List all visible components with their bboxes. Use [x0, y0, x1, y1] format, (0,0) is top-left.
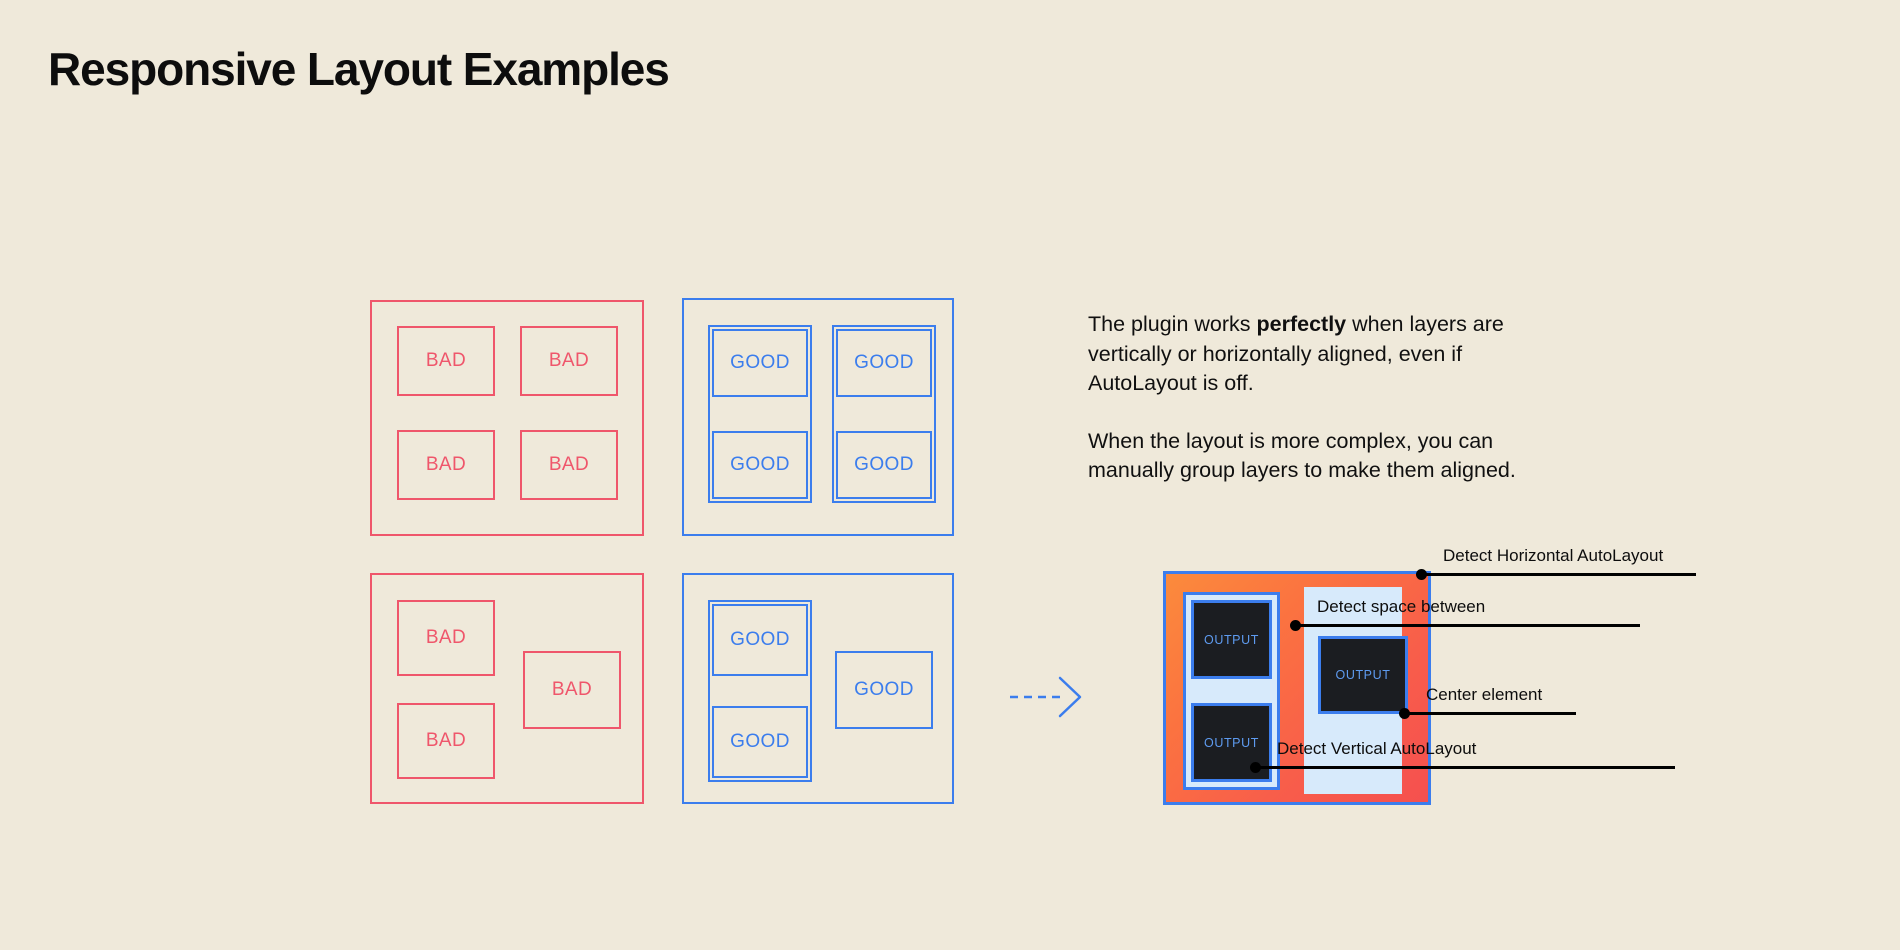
- copy-p1-bold: perfectly: [1256, 312, 1347, 336]
- bad-grid-cell: BAD: [397, 430, 495, 500]
- callout-rule: [1295, 624, 1640, 627]
- good-grid-group-outline: [708, 325, 812, 503]
- callout-anchor-dot: [1290, 620, 1301, 631]
- good-grid-panel: GOOD GOOD GOOD GOOD: [682, 298, 954, 536]
- vertical-autolayout-group: OUTPUT OUTPUT: [1183, 592, 1280, 790]
- good-complex-cell: GOOD: [712, 706, 808, 778]
- good-grid-cell: GOOD: [712, 431, 808, 499]
- bad-complex-cell: BAD: [397, 600, 495, 676]
- bad-complex-cell: BAD: [523, 651, 621, 729]
- output-label: OUTPUT: [1204, 735, 1259, 750]
- cell-label: GOOD: [730, 454, 790, 475]
- callout-anchor-dot: [1250, 762, 1261, 773]
- callout-rule: [1255, 766, 1675, 769]
- output-box: OUTPUT: [1191, 600, 1272, 679]
- cell-label: GOOD: [730, 731, 790, 752]
- good-grid-group-outline: [832, 325, 936, 503]
- cell-label: BAD: [548, 454, 590, 475]
- cell-label: BAD: [425, 627, 467, 648]
- bad-grid-panel: BAD BAD BAD BAD: [370, 300, 644, 536]
- output-label: OUTPUT: [1204, 632, 1259, 647]
- bad-complex-panel: BAD BAD BAD: [370, 573, 644, 804]
- copy-p1-before: The plugin works: [1088, 312, 1257, 336]
- cell-label: GOOD: [854, 679, 914, 700]
- output-box-centered: OUTPUT: [1318, 636, 1408, 714]
- callout-label: Detect Horizontal AutoLayout: [1443, 546, 1664, 565]
- cell-label: BAD: [551, 679, 593, 700]
- good-complex-cell: GOOD: [712, 604, 808, 676]
- copy-p1-after: when layers are vertically or horizontal…: [1088, 312, 1504, 395]
- bad-complex-cell: BAD: [397, 703, 495, 779]
- cell-label: GOOD: [854, 454, 914, 475]
- cell-label: BAD: [548, 350, 590, 371]
- dashed-arrow-right-icon: [1010, 676, 1082, 718]
- good-grid-cell: GOOD: [836, 329, 932, 397]
- callout-label: Detect space between: [1317, 597, 1486, 616]
- bad-grid-cell: BAD: [520, 326, 618, 396]
- copy-paragraph-1: The plugin works perfectly when layers a…: [1088, 310, 1558, 399]
- page-title: Responsive Layout Examples: [48, 43, 670, 95]
- callout-label: Center element: [1426, 685, 1543, 704]
- callout-rule: [1404, 712, 1576, 715]
- cell-label: GOOD: [730, 629, 790, 650]
- cell-label: GOOD: [730, 352, 790, 373]
- cell-label: BAD: [425, 350, 467, 371]
- good-grid-cell: GOOD: [712, 329, 808, 397]
- description-copy: The plugin works perfectly when layers a…: [1088, 310, 1558, 486]
- callout-label: Detect Vertical AutoLayout: [1277, 739, 1477, 758]
- copy-paragraph-2: When the layout is more complex, you can…: [1088, 428, 1516, 483]
- cell-label: BAD: [425, 730, 467, 751]
- cell-label: GOOD: [854, 352, 914, 373]
- good-grid-cell: GOOD: [836, 431, 932, 499]
- callout-anchor-dot: [1399, 708, 1410, 719]
- good-complex-group-outline: [708, 600, 812, 782]
- callout-anchor-dot: [1416, 569, 1427, 580]
- good-complex-cell: GOOD: [835, 651, 933, 729]
- output-label: OUTPUT: [1335, 668, 1391, 682]
- good-complex-panel: GOOD GOOD GOOD: [682, 573, 954, 804]
- cell-label: BAD: [425, 454, 467, 475]
- output-box: OUTPUT: [1191, 703, 1272, 782]
- bad-grid-cell: BAD: [520, 430, 618, 500]
- callout-rule: [1421, 573, 1696, 576]
- bad-grid-cell: BAD: [397, 326, 495, 396]
